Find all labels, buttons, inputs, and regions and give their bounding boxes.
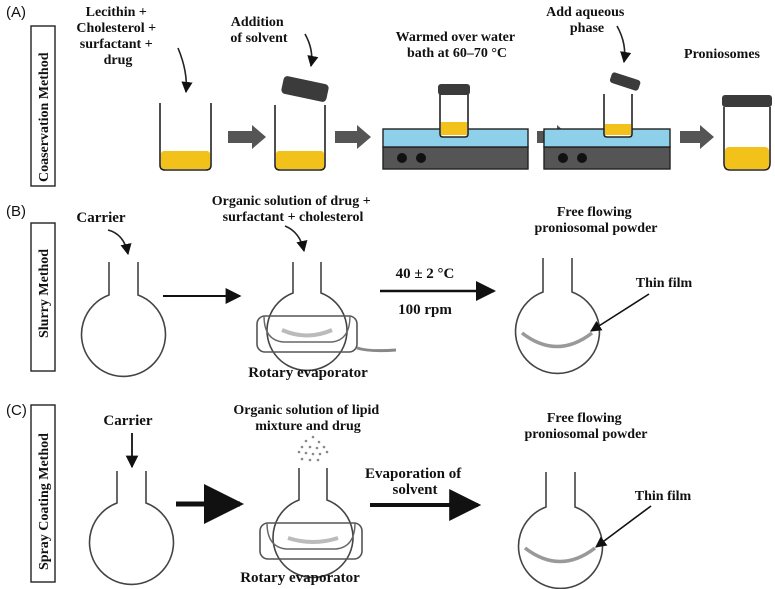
method-label-a: Coaservation Method: [37, 52, 52, 182]
beaker-2: [274, 76, 329, 171]
carrier-label-c: Carrier: [103, 413, 152, 429]
flask-b2: [514, 258, 601, 375]
film-label-c: Thin film: [635, 489, 692, 504]
panel-c-label: (C): [6, 402, 27, 419]
liquid-1: [161, 151, 210, 169]
ingredients-arrow: [177, 47, 193, 94]
step-arrow-4: [680, 125, 714, 149]
thin-film-b: [520, 331, 594, 349]
carrier-label-b: Carrier: [76, 210, 125, 226]
water-bath-1: [382, 84, 529, 170]
organic-arrow-b: [284, 225, 308, 253]
step-arrow-2: [335, 125, 371, 149]
product-label-b: Free flowing proniosomal powder: [534, 205, 657, 236]
condition-temp-b: 40 ± 2 °C: [396, 266, 455, 282]
organic-label-b: Organic solution of drug + surfactant + …: [212, 194, 374, 225]
method-label-c: Spray Coating Method: [37, 433, 52, 570]
product-label-c: Free flowing proniosomal powder: [524, 411, 647, 442]
film-label-b: Thin film: [636, 276, 693, 291]
thin-film-c: [523, 546, 597, 564]
proniosome-jar: [722, 95, 772, 171]
panel-b-label: (B): [6, 203, 26, 220]
warm-label: Warmed over water bath at 60–70 °C: [396, 30, 519, 61]
panel-a: (A) Coaservation Method Lecithin + Chole…: [6, 4, 772, 187]
water-bath-2: [543, 72, 671, 170]
film-arrow-c: [595, 505, 652, 548]
method-box-c: [30, 404, 56, 583]
panel-a-label: (A): [6, 4, 26, 21]
ingredients-label: Lecithin + Cholesterol + surfactant + dr…: [76, 5, 159, 68]
evap-label-c: Evaporation of solvent: [365, 466, 465, 498]
proniosomes-label: Proniosomes: [684, 47, 761, 62]
liquid-3: [441, 122, 467, 135]
device-label-c: Rotary evaporator: [240, 570, 360, 586]
liquid-5: [725, 147, 769, 169]
solvent-label: Addition of solvent: [230, 15, 288, 46]
step-arrow-1: [228, 125, 266, 149]
beaker-1: [159, 103, 212, 171]
film-arrow-b: [590, 293, 650, 332]
liquid-4: [605, 124, 631, 135]
liquid-2: [276, 151, 324, 169]
lid-2: [281, 76, 329, 102]
flask-c2: [517, 472, 604, 589]
method-label-b: Slurry Method: [37, 249, 52, 338]
flask-c1: [88, 471, 175, 586]
solvent-arrow: [304, 33, 319, 68]
rotary-evaporator-b: [256, 262, 397, 372]
carrier-arrow-b: [107, 229, 132, 256]
aqueous-arrow: [616, 25, 632, 64]
method-box-a: [30, 25, 56, 187]
organic-label-c: Organic solution of lipid mixture and dr…: [233, 403, 382, 434]
aqueous-label: Add aqueous phase: [546, 5, 628, 36]
panel-c: (C) Spray Coating Method Carrier Organic…: [6, 402, 692, 589]
flask-b1: [80, 262, 167, 378]
rotary-evaporator-c: [259, 468, 363, 579]
condition-rpm-b: 100 rpm: [398, 302, 452, 318]
spray-icon: [297, 435, 329, 462]
device-label-b: Rotary evaporator: [248, 365, 368, 381]
panel-b: (B) Slurry Method Carrier Organic soluti…: [6, 194, 693, 381]
method-box-b: [30, 222, 56, 372]
